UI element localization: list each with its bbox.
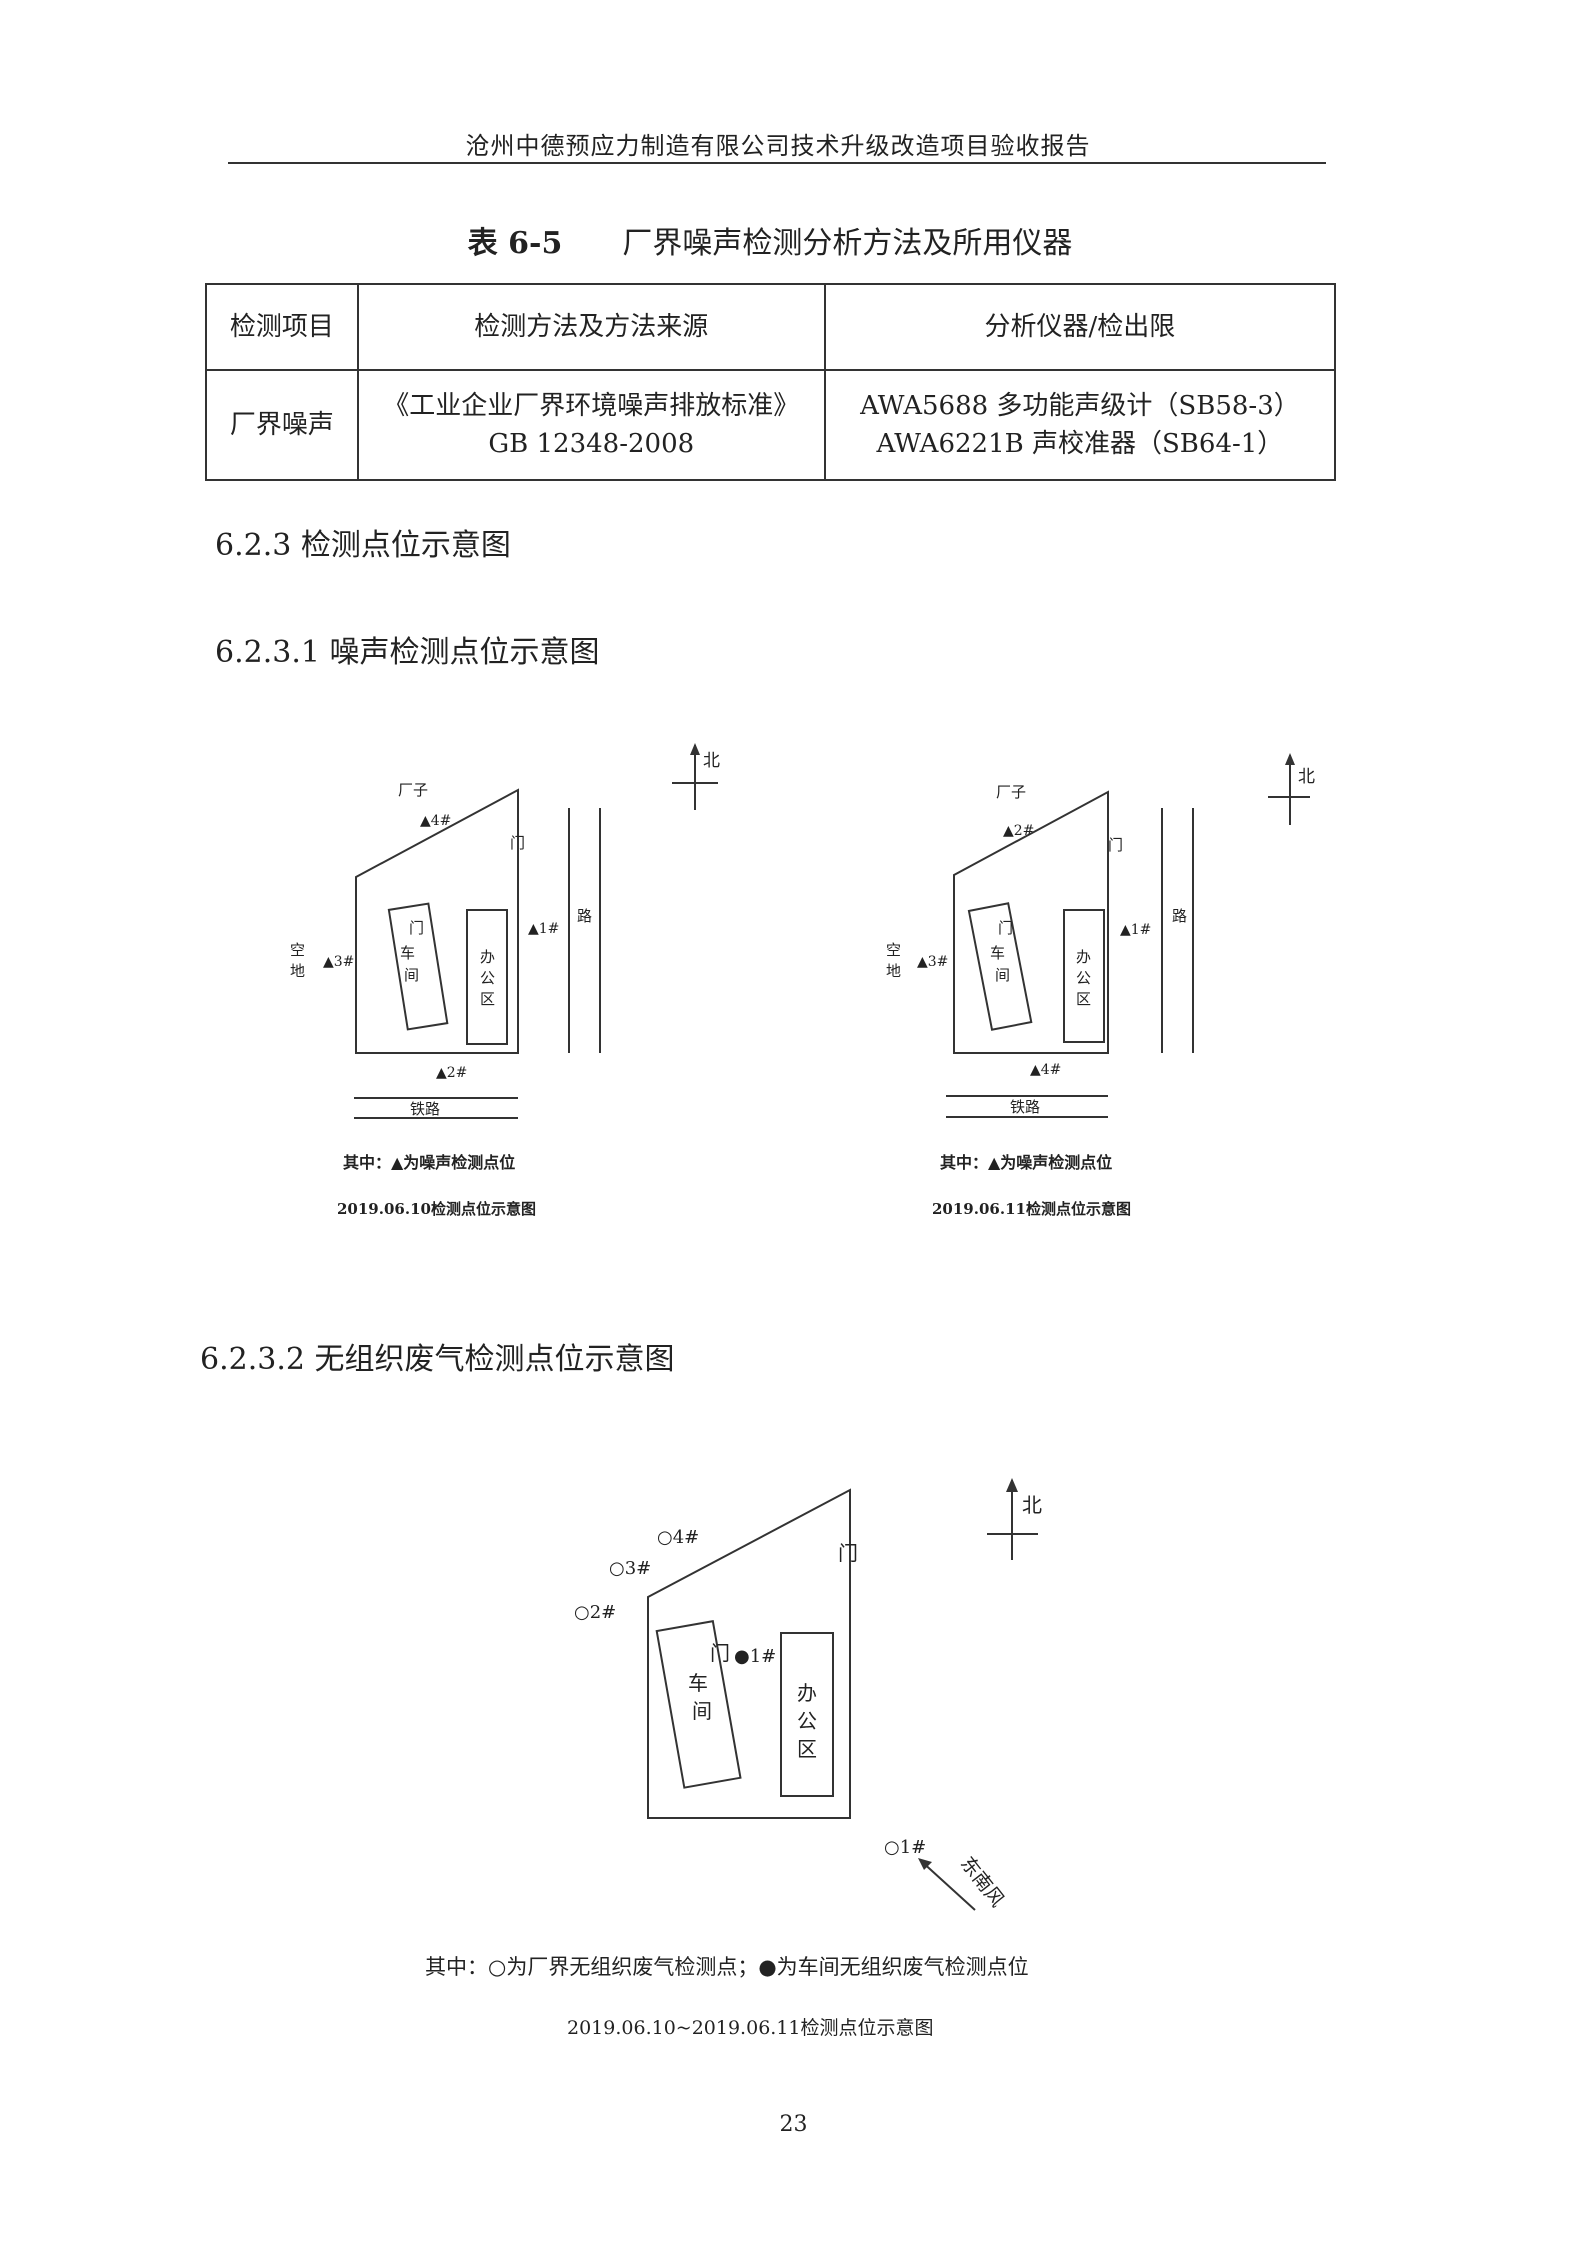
page-header: 沧州中德预应力制造有限公司技术升级改造项目验收报告	[465, 132, 1091, 160]
office-label: 办	[480, 948, 495, 966]
cell-instrument: AWA5688 多功能声级计（SB58-3） AWA6221B 声校准器（SB6…	[823, 369, 1337, 481]
gas-point-workshop-1: ●1#	[734, 1646, 776, 1667]
open-land-label: 地	[886, 962, 901, 980]
compass-arrow-icon	[1006, 1478, 1018, 1492]
table-number: 表 6-5	[467, 226, 563, 261]
noise-point-south: ▲4#	[1030, 1062, 1061, 1078]
instrument-line: AWA6221B 声校准器（SB64-1）	[876, 429, 1284, 459]
header-divider	[228, 162, 1326, 164]
table-title: 厂界噪声检测分析方法及所用仪器	[622, 226, 1073, 261]
method-line: GB 12348-2008	[488, 429, 695, 459]
north-label: 北	[703, 751, 720, 771]
wind-arrow-icon	[918, 1858, 932, 1870]
gate-label: 门	[510, 834, 525, 852]
factory-label: 厂子	[996, 783, 1026, 801]
noise-point-north: ▲4#	[420, 813, 451, 829]
road-label: 路	[1172, 907, 1187, 925]
north-label: 北	[1022, 1493, 1042, 1517]
north-label: 北	[1298, 767, 1315, 787]
office-label: 区	[480, 990, 495, 1008]
compass-arrow-icon	[690, 743, 700, 755]
noise-point-east: ▲1#	[528, 921, 559, 937]
railway-label: 铁路	[410, 1100, 440, 1118]
column-header: 检测项目	[205, 283, 359, 371]
gas-map-caption: 2019.06.10~2019.06.11检测点位示意图	[567, 2017, 934, 2039]
workshop-label: 间	[692, 1699, 712, 1723]
office-label: 区	[1076, 990, 1091, 1008]
gas-point-1: ○1#	[884, 1837, 926, 1858]
gate-label: 门	[1108, 836, 1123, 854]
office-building	[466, 909, 508, 1045]
section-heading: 6.2.3.1 噪声检测点位示意图	[215, 635, 600, 670]
office-label: 办	[1076, 948, 1091, 966]
wind-label: 东南风	[956, 1853, 1008, 1911]
workshop-label: 车	[688, 1671, 708, 1695]
noise-legend: 其中：▲为噪声检测点位	[343, 1153, 515, 1172]
workshop-label: 车	[400, 944, 415, 962]
open-land-label: 空	[886, 941, 901, 959]
open-land-label: 地	[290, 962, 305, 980]
workshop-label: 间	[404, 966, 419, 984]
table-header-row: 检测项目 检测方法及方法来源 分析仪器/检出限	[205, 283, 1337, 371]
noise-point-east: ▲1#	[1120, 922, 1151, 938]
noise-map-caption: 2019.06.11检测点位示意图	[932, 1200, 1131, 1218]
workshop-building	[655, 1620, 742, 1789]
factory-outline	[355, 788, 519, 1054]
cell-method: 《工业企业厂界环境噪声排放标准》 GB 12348-2008	[356, 369, 826, 481]
office-label: 办	[797, 1681, 817, 1705]
noise-map-caption: 2019.06.10检测点位示意图	[337, 1200, 536, 1218]
workshop-building	[387, 902, 449, 1031]
factory-outline	[953, 790, 1109, 1054]
wind-arrow-line	[919, 1859, 976, 1911]
noise-point-south: ▲2#	[436, 1065, 467, 1081]
workshop-gate-label: 门	[998, 919, 1013, 937]
table-caption: 表 6-5 厂界噪声检测分析方法及所用仪器	[205, 218, 1335, 262]
noise-point-west: ▲3#	[917, 954, 948, 970]
section-heading: 6.2.3.2 无组织废气检测点位示意图	[200, 1342, 675, 1377]
workshop-gate-label: 门	[710, 1641, 730, 1665]
office-label: 公	[1076, 969, 1091, 987]
gas-point-2: ○2#	[574, 1602, 616, 1623]
noise-point-north: ▲2#	[1003, 823, 1034, 839]
workshop-label: 间	[995, 966, 1010, 984]
table-row: 厂界噪声 《工业企业厂界环境噪声排放标准》 GB 12348-2008 AWA5…	[205, 369, 1337, 481]
office-label: 公	[480, 969, 495, 987]
gas-point-3: ○3#	[609, 1558, 651, 1579]
railway-label: 铁路	[1010, 1098, 1040, 1116]
office-label: 公	[797, 1709, 817, 1733]
methods-table: 检测项目 检测方法及方法来源 分析仪器/检出限 厂界噪声 《工业企业厂界环境噪声…	[205, 283, 1337, 481]
compass-arrow-icon	[1285, 753, 1295, 765]
factory-outline	[647, 1488, 851, 1819]
factory-label: 厂子	[398, 781, 428, 799]
road-label: 路	[577, 907, 592, 925]
noise-point-west: ▲3#	[323, 954, 354, 970]
office-building	[780, 1632, 834, 1797]
instrument-line: AWA5688 多功能声级计（SB58-3）	[860, 391, 1300, 421]
office-building	[1063, 909, 1105, 1043]
gate-label: 门	[838, 1541, 858, 1565]
open-land-label: 空	[290, 941, 305, 959]
workshop-building	[967, 902, 1033, 1031]
column-header: 分析仪器/检出限	[823, 283, 1337, 371]
section-heading: 6.2.3 检测点位示意图	[215, 528, 511, 563]
workshop-label: 车	[990, 944, 1005, 962]
gas-point-4: ○4#	[657, 1527, 699, 1548]
gas-legend: 其中：○为厂界无组织废气检测点；●为车间无组织废气检测点位	[425, 1955, 1029, 1979]
cell-item: 厂界噪声	[205, 369, 359, 481]
method-line: 《工业企业厂界环境噪声排放标准》	[383, 391, 800, 421]
noise-legend: 其中：▲为噪声检测点位	[940, 1153, 1112, 1172]
office-label: 区	[797, 1737, 817, 1761]
page-number: 23	[779, 2112, 808, 2137]
column-header: 检测方法及方法来源	[356, 283, 826, 371]
workshop-gate-label: 门	[409, 919, 424, 937]
